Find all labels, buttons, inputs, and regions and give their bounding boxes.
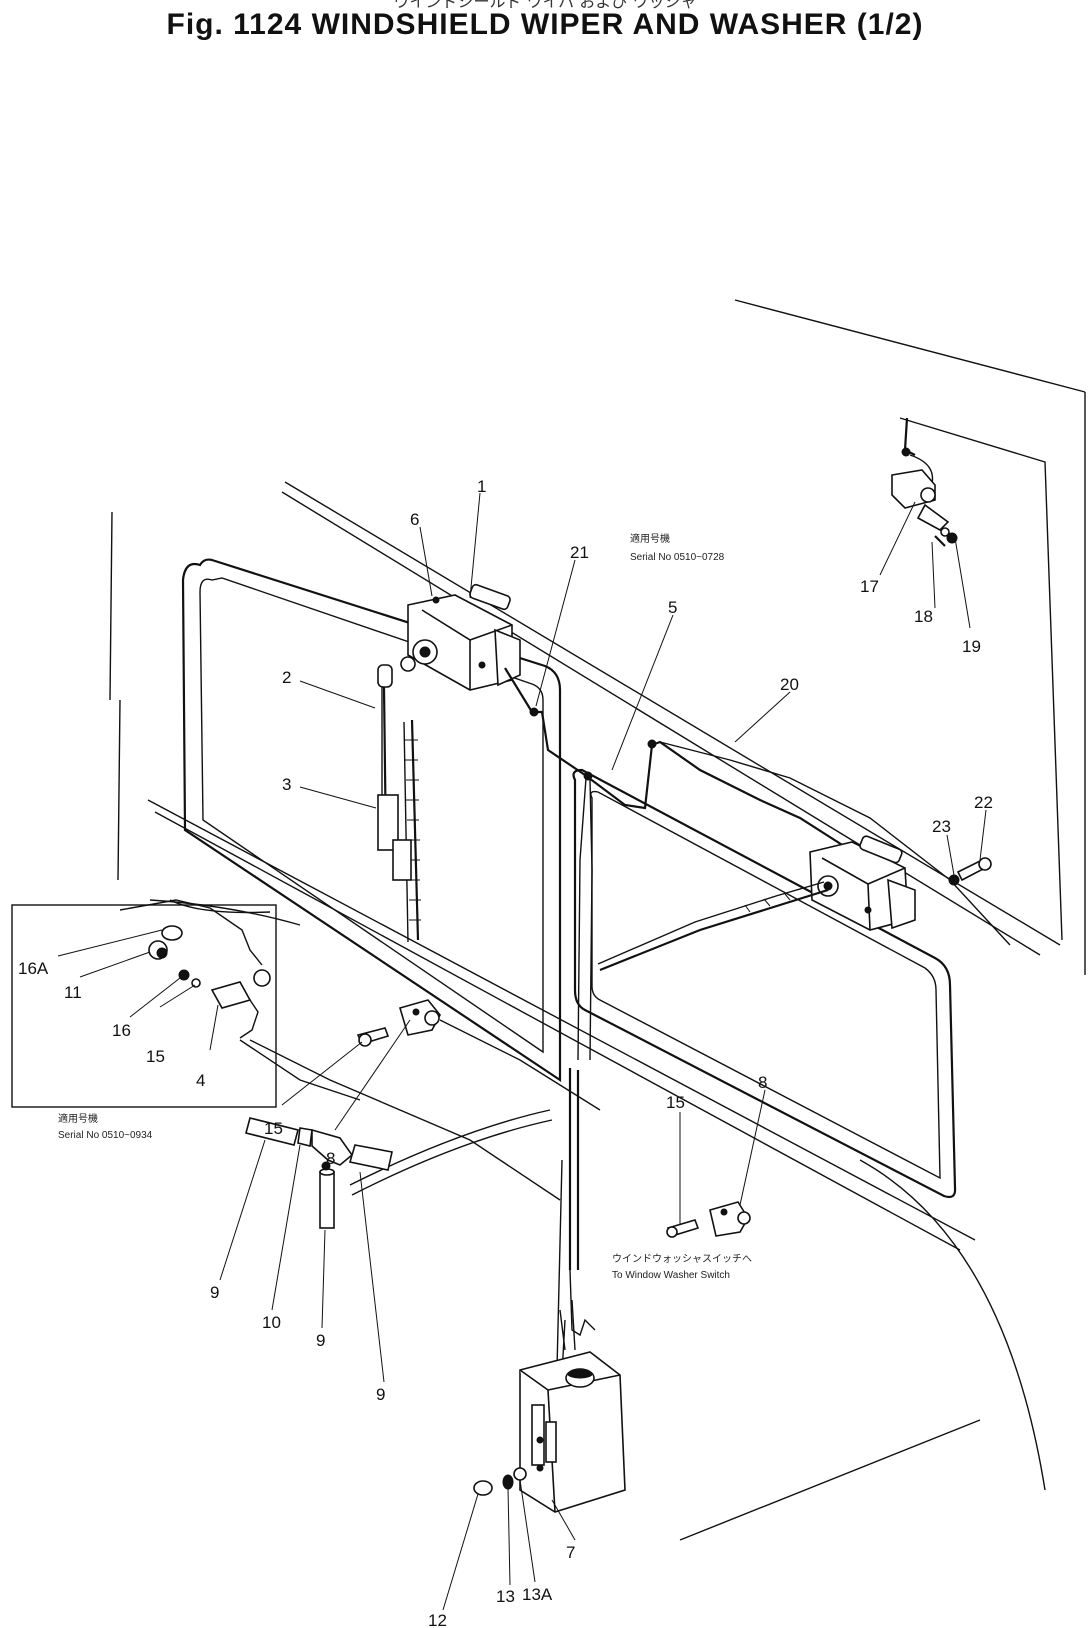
callout-21: 21 [570, 543, 589, 562]
callout-5: 5 [668, 598, 677, 617]
wiper-motor-left [400, 583, 521, 691]
callout-8-right: 8 [758, 1073, 767, 1092]
right-window-frame [572, 768, 957, 1199]
inset-panel [11, 899, 361, 1108]
callout-11: 11 [64, 983, 82, 1002]
callout-numbers: 1 6 21 5 20 2 3 17 18 19 22 23 16A 11 16… [18, 477, 993, 1628]
hose-tee-fittings [245, 1117, 393, 1229]
callout-15-right: 15 [666, 1093, 685, 1112]
callout-9-right: 9 [376, 1385, 385, 1404]
serial-notes: 適用号機 Serial No 0510~0728 適用号機 Serial No … [58, 532, 752, 1281]
hose-from-inset [149, 899, 561, 1201]
callout-19: 19 [962, 637, 981, 656]
callout-4: 4 [196, 1071, 205, 1090]
callout-18: 18 [914, 607, 933, 626]
callout-13: 13 [496, 1587, 515, 1606]
curved-hose [349, 1109, 553, 1196]
callout-3: 3 [282, 775, 291, 794]
cab-outline [109, 299, 1086, 1541]
serial-note-top-jp: 適用号機 [630, 532, 670, 545]
bolt-22-23 [948, 857, 992, 886]
callout-17: 17 [860, 577, 879, 596]
serial-note-inset: Serial No 0510~0934 [58, 1130, 153, 1141]
washer-switch-note-jp: ウインドウォッシャスイッチへ [612, 1253, 752, 1265]
callout-6: 6 [410, 510, 419, 529]
figure-title-japanese: ウインドシールド ワイパ および ワッシャ [393, 0, 697, 11]
callout-15-inset: 15 [146, 1047, 165, 1066]
callout-16: 16 [112, 1021, 131, 1040]
callout-9-middle: 9 [316, 1331, 325, 1350]
callout-15-center: 15 [264, 1119, 283, 1138]
serial-note-inset-jp: 適用号機 [58, 1112, 98, 1125]
callout-7: 7 [566, 1543, 575, 1562]
washer-nozzle-right [891, 417, 958, 547]
callout-13A: 13A [522, 1585, 553, 1604]
callout-12: 12 [428, 1611, 447, 1628]
wiper-motor-right [809, 835, 916, 931]
wiper-arm-and-blade-left [377, 664, 421, 943]
callout-9-left: 9 [210, 1283, 219, 1302]
washer-tank [519, 1299, 626, 1513]
leader-lines [57, 492, 987, 1611]
washer-nozzle-right-lower [666, 1201, 751, 1238]
left-window-frame [181, 558, 562, 1083]
callout-8-center: 8 [326, 1149, 335, 1168]
callout-2: 2 [282, 668, 291, 687]
callout-1: 1 [477, 477, 486, 496]
callout-22: 22 [974, 793, 993, 812]
serial-note-top: Serial No 0510~0728 [630, 552, 725, 563]
figure-title: Fig. 1124 WINDSHIELD WIPER AND WASHER (1… [166, 8, 924, 41]
callout-10: 10 [262, 1313, 281, 1332]
tank-fittings [473, 1467, 527, 1496]
callout-23: 23 [932, 817, 951, 836]
washer-nozzle-center [356, 999, 601, 1111]
harness [504, 667, 1011, 1461]
callout-20: 20 [780, 675, 799, 694]
callout-16A: 16A [18, 959, 49, 978]
washer-switch-note: To Window Washer Switch [612, 1270, 730, 1281]
wiper-arm-right [597, 881, 829, 972]
